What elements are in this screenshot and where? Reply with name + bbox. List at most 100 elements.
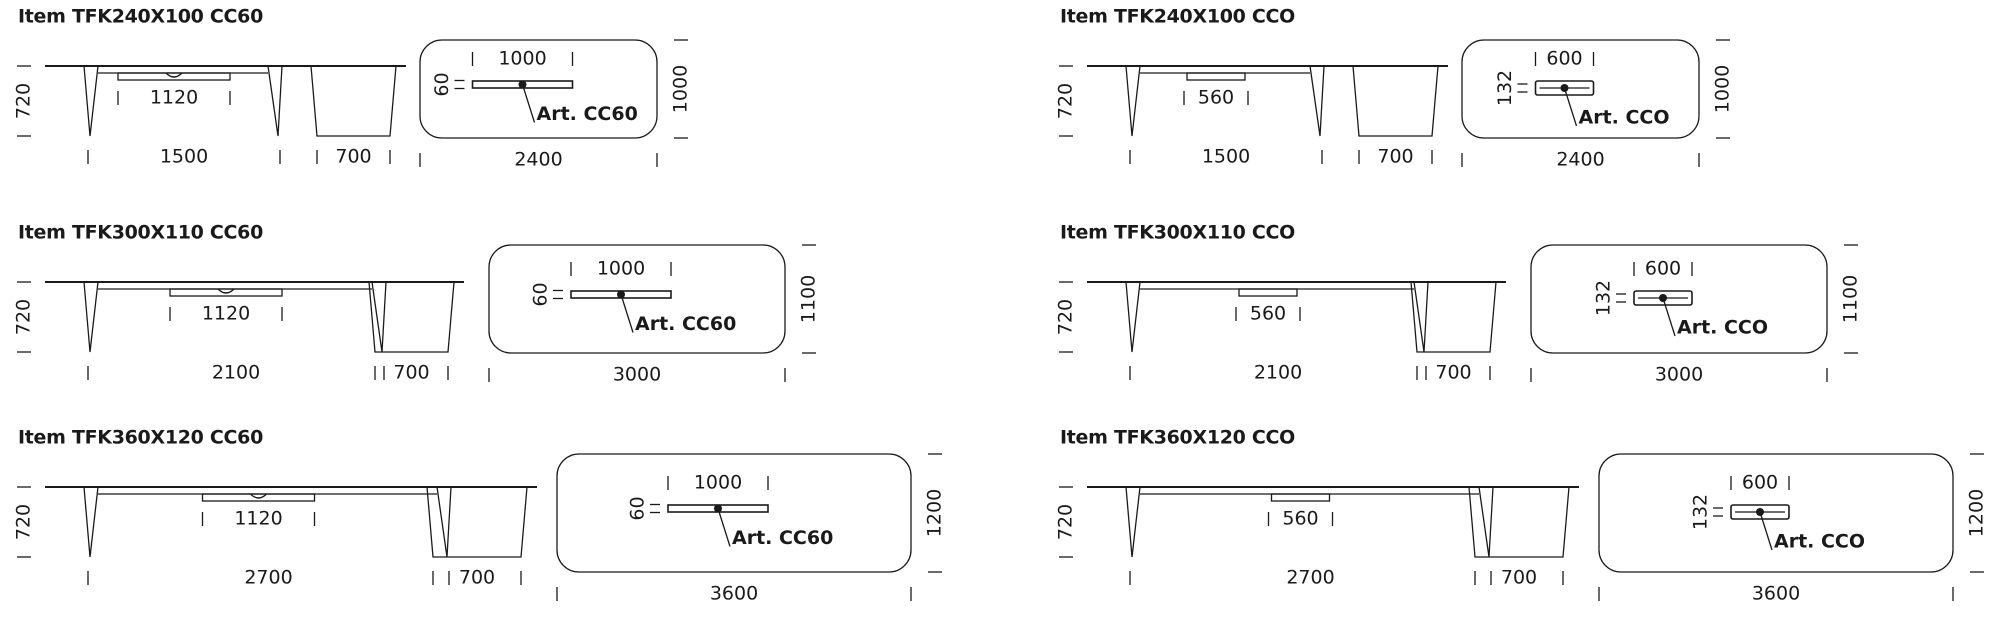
cutout-depth-dimension-value: 60	[431, 72, 453, 96]
top-outline	[1461, 39, 1700, 139]
cutout-depth-dimension-value: 132	[1690, 494, 1712, 530]
front-cable-outlet	[165, 72, 183, 78]
end-depth-dimension-value: 700	[1501, 567, 1537, 589]
top-length-dimension-value: 2400	[1556, 149, 1604, 171]
front-leg-left	[83, 65, 99, 137]
front-cable-outlet	[250, 493, 267, 499]
end-depth-dimension-value: 700	[1377, 146, 1413, 168]
top-width-dimension-value: 1100	[1840, 275, 1862, 323]
drawing-item: Item TFK360X120 CCO 560 720 2700 700 1200 3600…	[1055, 427, 1988, 605]
cutout-length-dimension-value: 600	[1645, 258, 1681, 280]
front-inner-dimension-value: 560	[1250, 303, 1286, 325]
item-title: Item TFK360X120 CCO	[1060, 427, 1295, 449]
end-depth-dimension-value: 700	[393, 362, 429, 384]
top-length-dimension-value: 2400	[514, 149, 562, 171]
top-width-dimension-value: 1200	[1966, 489, 1988, 537]
front-leg-left	[1125, 65, 1141, 137]
article-label: Art. CCO	[1579, 107, 1670, 129]
end-depth-dimension-value: 700	[1435, 362, 1471, 384]
item-title: Item TFK300X110 CC60	[18, 222, 263, 244]
article-label: Art. CCO	[1774, 531, 1865, 553]
front-height-dimension-value: 720	[13, 504, 35, 540]
front-length-dimension-value: 2100	[212, 362, 260, 384]
front-inner-dimension-value: 1120	[234, 508, 282, 530]
front-leg-left	[83, 486, 99, 558]
top-width-dimension-value: 1100	[798, 275, 820, 323]
cutout-depth-dimension-value: 132	[1593, 280, 1615, 316]
front-leg-left	[83, 281, 99, 353]
top-outline	[488, 244, 786, 354]
item-title: Item TFK300X110 CCO	[1060, 222, 1295, 244]
front-leg-right	[1478, 486, 1494, 558]
cutout-depth-dimension-value: 60	[530, 282, 552, 306]
top-length-dimension-value: 3000	[1655, 364, 1703, 386]
article-label: Art. CC60	[732, 527, 833, 549]
top-cutout	[1633, 290, 1693, 306]
front-leg-right	[436, 486, 452, 558]
front-inner-dimension-value: 1120	[150, 87, 198, 109]
end-depth-dimension-value: 700	[459, 567, 495, 589]
article-label: Art. CCO	[1677, 317, 1768, 339]
top-width-dimension-value: 1000	[1712, 65, 1734, 113]
front-cable-tray	[117, 72, 231, 81]
front-height-dimension-value: 720	[1055, 83, 1077, 119]
front-leg-right	[1309, 65, 1325, 137]
front-height-dimension-value: 720	[13, 299, 35, 335]
end-frame	[1468, 486, 1570, 558]
top-length-dimension-value: 3600	[1752, 583, 1800, 605]
drawing-item: Item TFK240X100 CCO 560 720 1500 700 1000 2400…	[1055, 6, 1734, 171]
top-width-dimension-value: 1200	[924, 489, 946, 537]
top-outline	[1530, 244, 1828, 354]
end-frame	[426, 486, 528, 558]
top-length-dimension-value: 3600	[710, 583, 758, 605]
cutout-length-dimension-value: 1000	[597, 258, 645, 280]
front-cable-tray	[1186, 72, 1246, 81]
end-frame	[368, 281, 455, 353]
front-inner-dimension-value: 1120	[202, 303, 250, 325]
item-title: Item TFK360X120 CC60	[18, 427, 263, 449]
top-outline	[419, 39, 658, 139]
article-label: Art. CC60	[635, 313, 736, 335]
article-leader	[1759, 511, 1773, 551]
end-frame	[1410, 281, 1497, 353]
top-cutout	[1730, 504, 1790, 520]
front-length-dimension-value: 2700	[1286, 567, 1334, 589]
cutout-length-dimension-value: 600	[1546, 48, 1582, 70]
front-leg-right	[267, 65, 283, 137]
article-leader	[620, 294, 634, 333]
end-frame	[310, 65, 397, 137]
drawing-item: Item TFK300X110 CC60 1120 720 2100 700 1100 30…	[13, 222, 820, 386]
top-length-dimension-value: 3000	[613, 364, 661, 386]
drawing-item: Item TFK360X120 CC60 1120 720 2700 700 1200 36…	[13, 427, 946, 605]
top-outline	[556, 453, 912, 573]
front-inner-dimension-value: 560	[1282, 508, 1318, 530]
front-cable-tray	[201, 493, 316, 502]
front-length-dimension-value: 2700	[244, 567, 292, 589]
cutout-length-dimension-value: 1000	[694, 472, 742, 494]
front-cable-tray	[1270, 493, 1331, 502]
end-frame	[1352, 65, 1439, 137]
cutout-depth-dimension-value: 60	[627, 496, 649, 520]
front-leg-left	[1125, 486, 1141, 558]
front-inner-dimension-value: 560	[1198, 87, 1234, 109]
end-depth-dimension-value: 700	[335, 146, 371, 168]
top-width-dimension-value: 1000	[670, 65, 692, 113]
article-leader	[1563, 87, 1578, 127]
front-length-dimension-value: 1500	[1202, 146, 1250, 168]
top-cutout	[1534, 80, 1595, 96]
cutout-depth-dimension-value: 132	[1494, 70, 1516, 106]
front-height-dimension-value: 720	[1055, 504, 1077, 540]
front-length-dimension-value: 1500	[160, 146, 208, 168]
front-cable-tray	[1238, 288, 1298, 297]
cutout-length-dimension-value: 1000	[498, 48, 546, 70]
item-title: Item TFK240X100 CCO	[1060, 6, 1295, 28]
front-height-dimension-value: 720	[1055, 299, 1077, 335]
front-cable-tray	[169, 288, 283, 297]
article-label: Art. CC60	[537, 103, 638, 125]
item-title: Item TFK240X100 CC60	[18, 6, 263, 28]
front-cable-outlet	[217, 288, 235, 294]
